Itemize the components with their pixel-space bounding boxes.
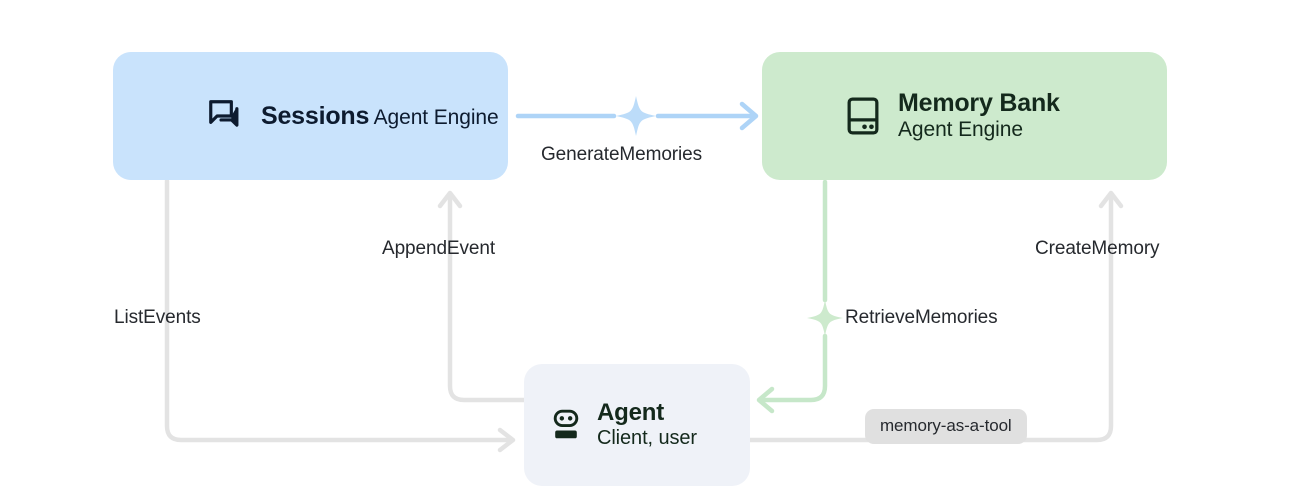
node-agent-subtitle: Client, user — [597, 427, 697, 450]
database-storage-icon — [845, 96, 881, 136]
edge-list-events-line — [164, 178, 515, 443]
node-memory-bank-title: Memory Bank — [898, 89, 1060, 118]
edge-label-retrieve-memories: RetrieveMemories — [845, 307, 998, 328]
edge-append-event-arrowhead — [437, 190, 463, 209]
edge-label-append-event: AppendEvent — [382, 238, 495, 259]
edge-label-list-events: ListEvents — [114, 307, 201, 328]
edge-create-memory-arrowhead — [1098, 190, 1124, 209]
tag-memory-as-a-tool: memory-as-a-tool — [865, 409, 1027, 444]
edge-retrieve-memories — [756, 179, 843, 414]
forum-icon — [206, 97, 244, 135]
node-memory-bank[interactable]: Memory Bank Agent Engine — [762, 52, 1167, 180]
edge-retrieve-memories-line-bottom — [757, 333, 828, 403]
edge-generate-memories-arrowhead — [739, 101, 759, 131]
node-sessions[interactable]: Sessions Agent Engine — [113, 52, 508, 180]
edge-create-memory-line — [747, 191, 1114, 443]
edge-retrieve-memories-arrowhead — [756, 386, 775, 414]
node-agent-title: Agent — [597, 398, 664, 426]
node-sessions-title: Sessions — [261, 101, 370, 130]
node-agent[interactable]: Agent Client, user — [524, 364, 750, 486]
edge-create-memory — [747, 190, 1124, 443]
edge-append-event — [437, 190, 527, 403]
retrieve-memories-sparkle-icon — [807, 300, 843, 336]
edge-label-generate-memories: GenerateMemories — [541, 144, 703, 165]
generate-memories-sparkle-icon — [616, 96, 656, 136]
edge-list-events-arrowhead — [497, 427, 516, 453]
edge-label-create-memory: CreateMemory — [1035, 238, 1160, 259]
node-memory-bank-subtitle: Agent Engine — [898, 118, 1023, 142]
node-sessions-subtitle: Agent Engine — [373, 105, 499, 129]
edge-list-events — [164, 178, 516, 453]
edge-append-event-line — [447, 191, 527, 403]
edge-generate-memories — [515, 96, 759, 136]
robot-icon — [550, 407, 582, 443]
